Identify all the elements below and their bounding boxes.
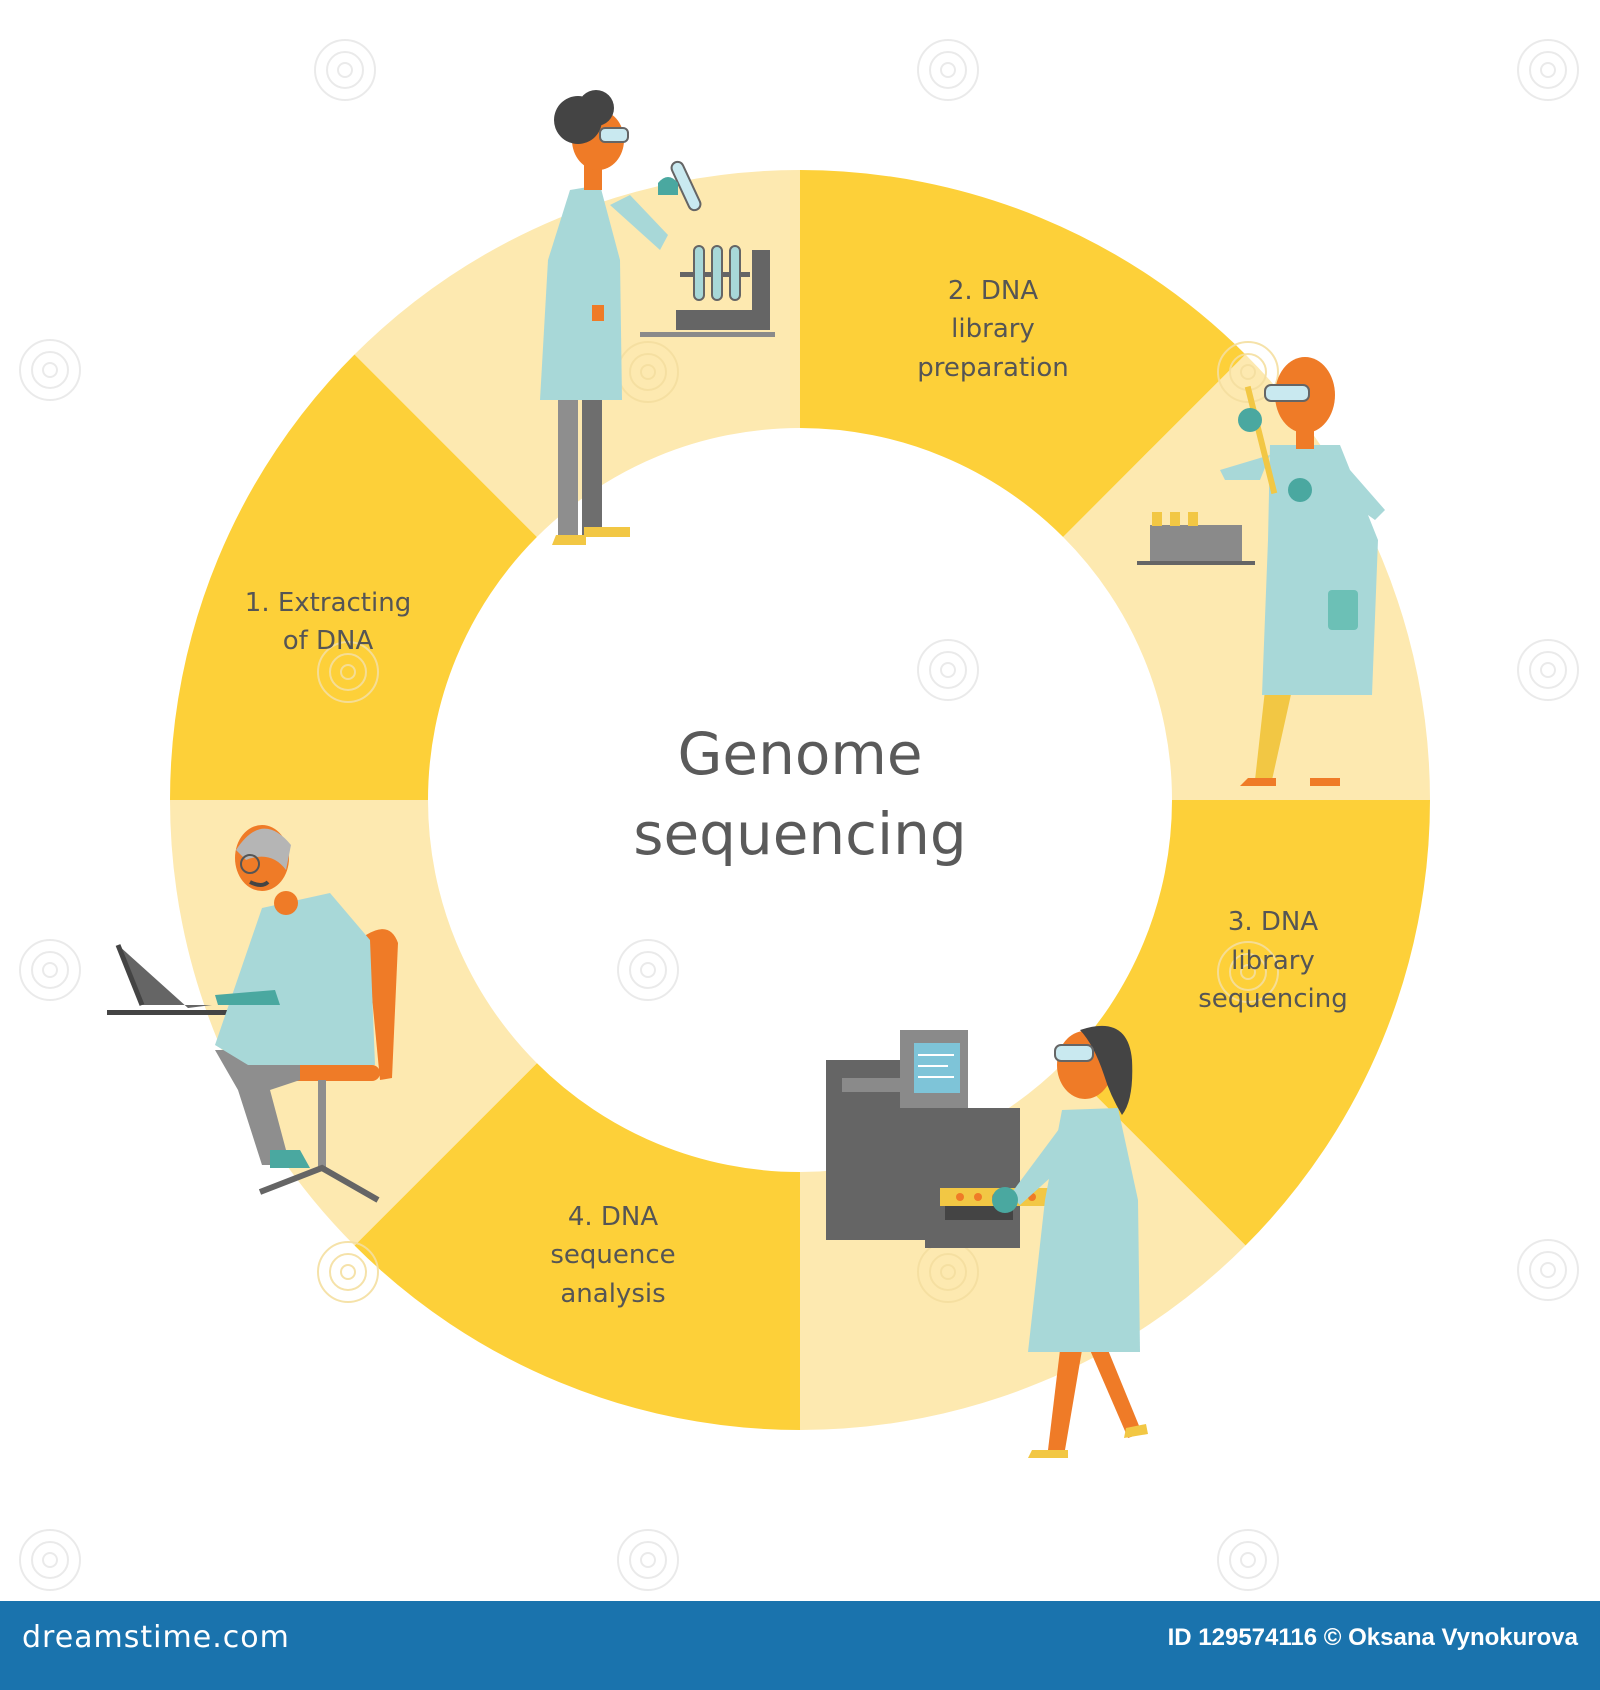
ring-segment-step3: [1063, 800, 1430, 1246]
step-1-line-2: of DNA: [283, 626, 374, 656]
step-3-line-1: 3. DNA: [1228, 907, 1319, 937]
center-title-line2: sequencing: [633, 800, 967, 868]
step-2-label: 2. DNA library preparation: [917, 276, 1068, 383]
footer-credit: ID 129574116 © Oksana Vynokurova: [1167, 1624, 1578, 1651]
step-1-label: 1. Extracting of DNA: [245, 588, 411, 656]
footer-site-link[interactable]: dreamstime.com: [22, 1620, 290, 1655]
watermark-swirl-icon: [19, 39, 1579, 1591]
ring-segment-step2: [800, 170, 1246, 537]
step-4-line-1: 4. DNA: [568, 1202, 659, 1232]
center-title-line1: Genome: [677, 720, 922, 788]
ring-segment-step1: [169, 354, 537, 800]
scientist-computer-icon: [107, 825, 398, 1203]
step-2-line-2: library: [951, 314, 1035, 344]
ring-segment-step4: [354, 1063, 800, 1430]
step-3-line-3: sequencing: [1198, 984, 1348, 1014]
step-3-line-2: library: [1231, 946, 1315, 976]
step-4-line-2: sequence: [550, 1240, 675, 1270]
step-4-label: 4. DNA sequence analysis: [550, 1202, 675, 1309]
scientist-test-tube-icon: [540, 90, 775, 545]
step-2-line-3: preparation: [917, 353, 1068, 383]
step-2-line-1: 2. DNA: [948, 276, 1039, 306]
scientist-sequencer-icon: [826, 1025, 1148, 1458]
ring-segment-bottom-right-light: [800, 1063, 1246, 1430]
footer-bar: [0, 1601, 1600, 1690]
step-3-label: 3. DNA library sequencing: [1198, 907, 1348, 1014]
step-1-line-1: 1. Extracting: [245, 588, 411, 618]
step-4-line-3: analysis: [560, 1279, 665, 1309]
scientist-pipette-icon: [1137, 357, 1385, 786]
cycle-diagram: Genome sequencing 1. Extracting of DNA 2…: [19, 39, 1579, 1591]
